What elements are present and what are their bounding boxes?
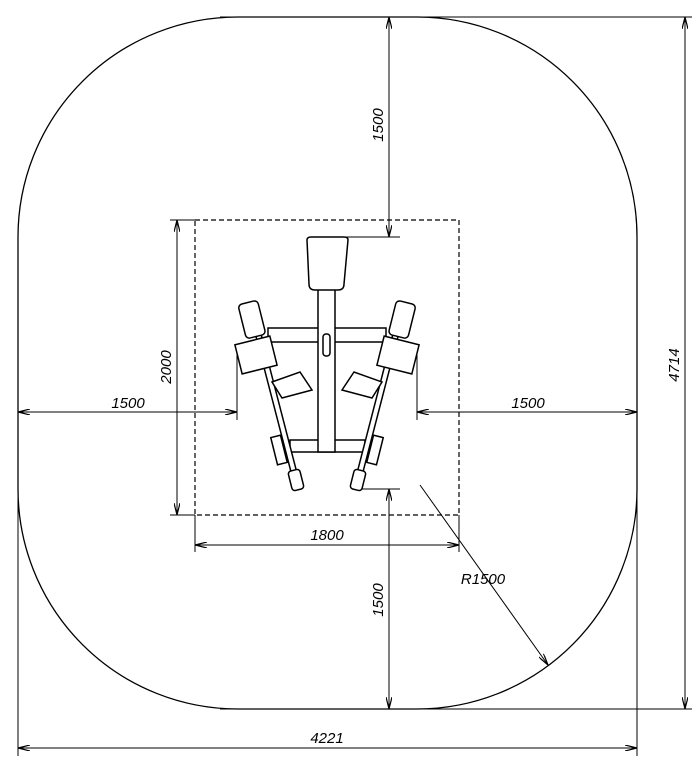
total-height-label: 4714: [666, 348, 683, 381]
extension-lines: [17, 16, 692, 756]
corner-radius-label: R1500: [461, 571, 506, 588]
left-clearance-label: 1500: [111, 395, 145, 412]
exercise-machine: [233, 236, 421, 492]
dimension-lines: [18, 17, 685, 748]
right-handle-arm: [340, 300, 421, 492]
equipment-width-label: 1800: [310, 527, 344, 544]
equipment-depth-label: 2000: [158, 350, 175, 385]
left-handle-arm: [233, 300, 314, 492]
right-clearance-label: 1500: [511, 395, 545, 412]
equipment-footprint: [194, 219, 460, 516]
bottom-clearance-label: 1500: [370, 583, 387, 617]
total-width-label: 4221: [310, 730, 343, 747]
top-clearance-label: 1500: [370, 108, 387, 142]
